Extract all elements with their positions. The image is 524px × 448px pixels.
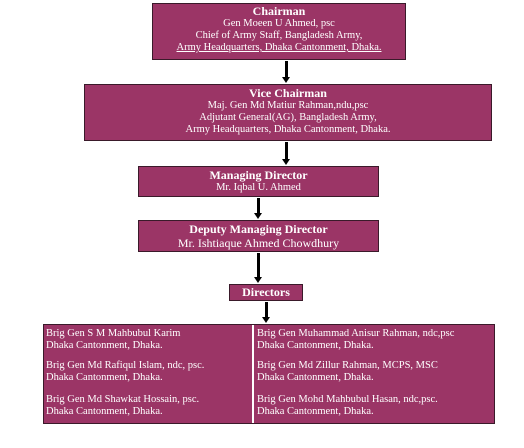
managing-director-box: Managing Director Mr. Iqbal U. Ahmed	[138, 166, 379, 197]
director-entry: Brig Gen Md Shawkat Hossain, psc. Dhaka …	[46, 394, 199, 418]
director-name: Brig Gen Mohd Mahbubul Hasan, ndc,psc.	[257, 394, 438, 405]
director-location: Dhaka Cantonment, Dhaka.	[257, 340, 374, 351]
vice-chairman-title: Vice Chairman	[249, 86, 327, 100]
directors-box: Directors	[229, 284, 303, 301]
deputy-managing-director-title: Deputy Managing Director	[189, 222, 328, 236]
director-entry: Brig Gen Muhammad Anisur Rahman, ndc,psc…	[257, 328, 454, 352]
chairman-box: Chairman Gen Moeen U Ahmed, psc Chief of…	[152, 3, 406, 60]
director-entry: Brig Gen S M Mahbubul Karim Dhaka Canton…	[46, 328, 180, 352]
director-entry: Brig Gen Md Zillur Rahman, MCPS, MSC Dha…	[257, 360, 438, 384]
vice-chairman-name: Maj. Gen Md Matiur Rahman,ndu,psc	[207, 100, 369, 111]
director-entry: Brig Gen Mohd Mahbubul Hasan, ndc,psc. D…	[257, 394, 438, 418]
director-location: Dhaka Cantonment, Dhaka.	[46, 406, 163, 417]
directors-column-divider	[252, 325, 254, 423]
vice-chairman-box: Vice Chairman Maj. Gen Md Matiur Rahman,…	[84, 84, 492, 141]
director-entry: Brig Gen Md Rafiqul Islam, ndc, psc. Dha…	[46, 360, 204, 384]
arrow-md-to-dmd	[254, 198, 263, 219]
chairman-address: Army Headquarters, Dhaka Cantonment, Dha…	[176, 42, 382, 53]
director-name: Brig Gen S M Mahbubul Karim	[46, 328, 181, 339]
vice-chairman-address: Army Headquarters, Dhaka Cantonment, Dha…	[185, 124, 391, 135]
deputy-managing-director-name: Mr. Ishtiaque Ahmed Chowdhury	[177, 236, 340, 250]
vice-chairman-position: Adjutant General(AG), Bangladesh Army,	[199, 112, 377, 123]
arrow-directors-to-list	[262, 302, 271, 323]
director-location: Dhaka Cantonment, Dhaka.	[46, 372, 163, 383]
arrow-vice-to-md	[282, 142, 291, 165]
director-name: Brig Gen Md Zillur Rahman, MCPS, MSC	[257, 360, 438, 371]
chairman-title: Chairman	[252, 4, 306, 18]
director-name: Brig Gen Md Shawkat Hossain, psc.	[46, 394, 200, 405]
directors-title: Directors	[242, 285, 290, 299]
chairman-name: Gen Moeen U Ahmed, psc	[223, 18, 335, 29]
arrow-dmd-to-directors	[254, 253, 263, 283]
deputy-managing-director-box: Deputy Managing Director Mr. Ishtiaque A…	[138, 220, 379, 252]
managing-director-title: Managing Director	[209, 168, 308, 182]
directors-list: Brig Gen S M Mahbubul Karim Dhaka Canton…	[43, 324, 495, 424]
director-name: Brig Gen Muhammad Anisur Rahman, ndc,psc	[257, 328, 455, 339]
director-location: Dhaka Cantonment, Dhaka.	[46, 340, 163, 351]
arrow-chairman-to-vice	[282, 61, 291, 83]
director-location: Dhaka Cantonment, Dhaka.	[257, 372, 374, 383]
chairman-position: Chief of Army Staff, Bangladesh Army,	[195, 30, 363, 41]
managing-director-name: Mr. Iqbal U. Ahmed	[216, 182, 301, 193]
director-location: Dhaka Cantonment, Dhaka.	[257, 406, 374, 417]
director-name: Brig Gen Md Rafiqul Islam, ndc, psc.	[46, 360, 205, 371]
